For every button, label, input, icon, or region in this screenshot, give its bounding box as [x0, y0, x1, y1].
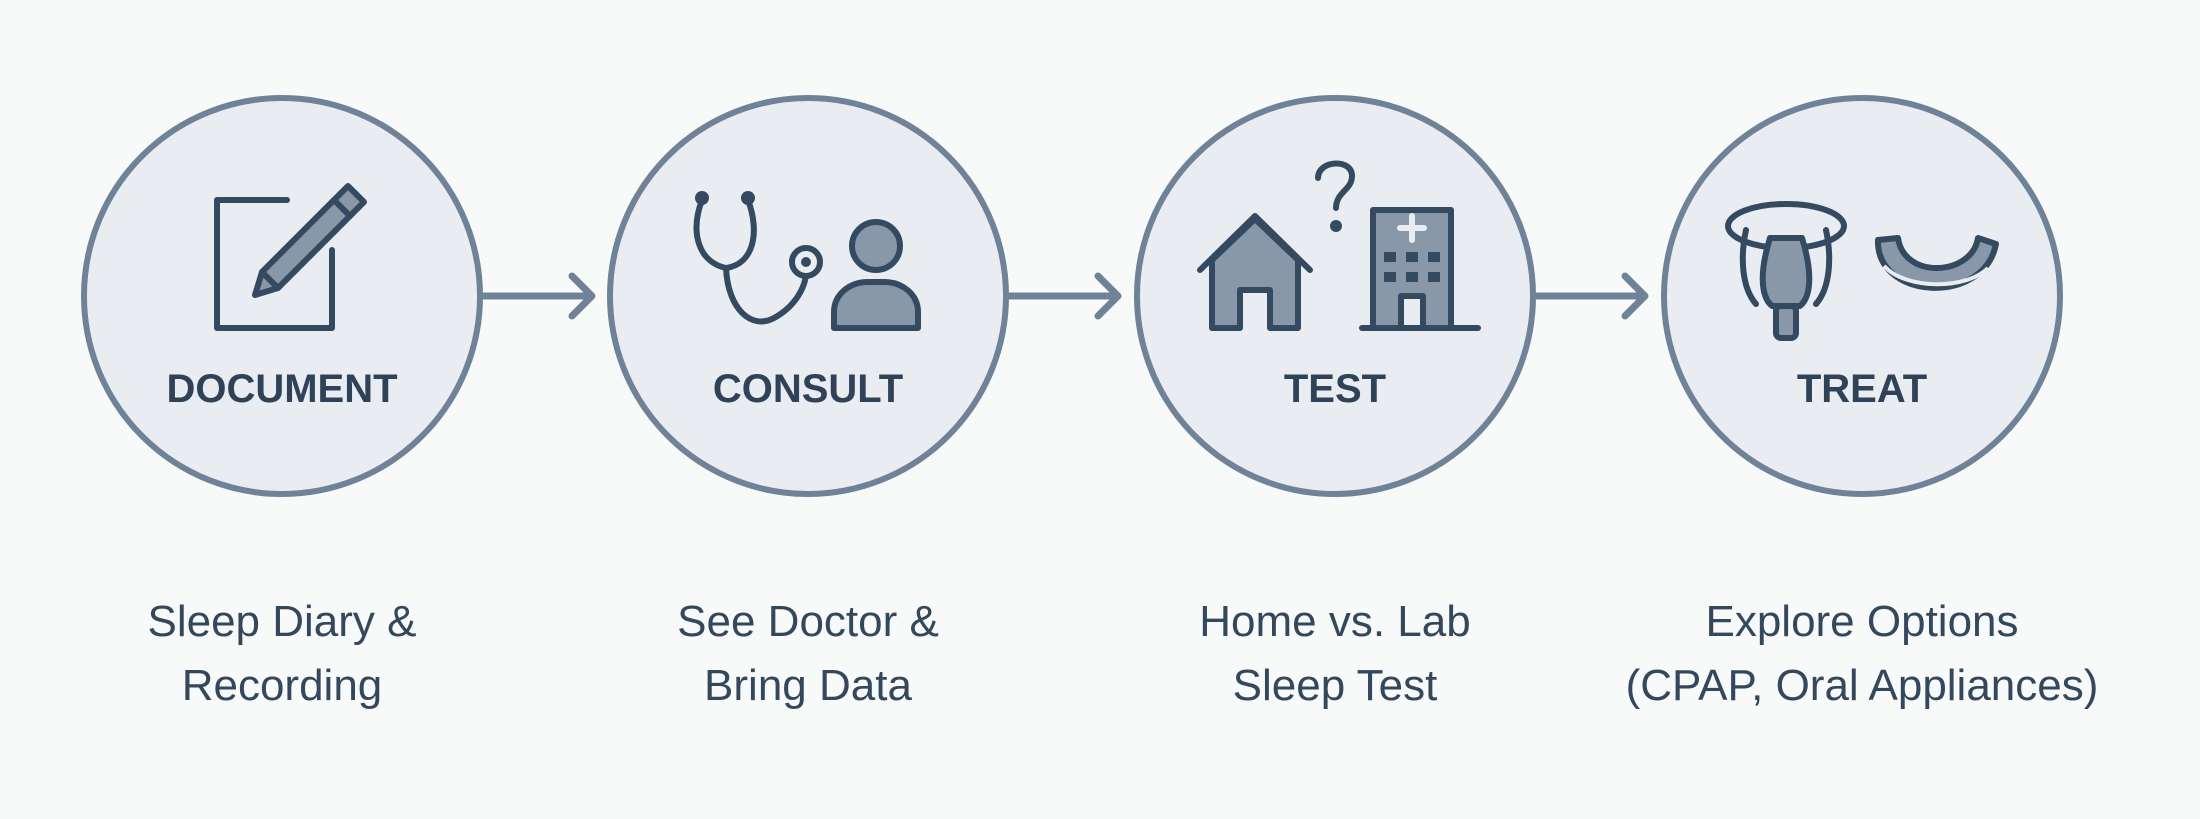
step-consult: CONSULT [607, 95, 1009, 497]
caption-line: Recording [181, 661, 383, 710]
arrow-test-to-treat [1533, 272, 1649, 320]
step-circle [1661, 95, 2063, 497]
step-label: TEST [1284, 367, 1386, 411]
oral-appliance-icon [1874, 235, 1999, 291]
step-label: DOCUMENT [166, 367, 397, 411]
doctor-person-icon [831, 219, 921, 331]
caption-consult: See Doctor & Bring Data [528, 590, 1088, 718]
question-mark-icon [1315, 160, 1356, 232]
arrow-consult-to-test [1006, 272, 1122, 320]
caption-document: Sleep Diary & Recording [2, 590, 562, 718]
caption-line: See Doctor & [677, 597, 939, 646]
caption-line: Sleep Diary & [147, 597, 417, 646]
step-circle [81, 95, 483, 497]
step-treat: TREAT [1661, 95, 2063, 497]
step-circle [607, 95, 1009, 497]
step-label: CONSULT [713, 367, 903, 411]
notepad-pencil-icon [214, 183, 367, 331]
caption-line: Bring Data [704, 661, 912, 710]
caption-line: Explore Options [1705, 597, 2019, 646]
caption-line: (CPAP, Oral Appliances) [1625, 661, 2099, 710]
caption-test: Home vs. Lab Sleep Test [1055, 590, 1615, 718]
cpap-mask-icon [1725, 201, 1847, 341]
stethoscope-icon [693, 191, 823, 325]
caption-line: Home vs. Lab [1199, 597, 1471, 646]
arrow-document-to-consult [480, 272, 596, 320]
step-circle [1134, 95, 1536, 497]
hospital-icon [1359, 207, 1481, 331]
step-label: TREAT [1797, 367, 1927, 411]
caption-treat: Explore Options (CPAP, Oral Appliances) [1582, 590, 2142, 718]
house-icon [1197, 213, 1313, 331]
caption-line: Sleep Test [1232, 661, 1438, 710]
step-test: TEST [1134, 95, 1536, 497]
step-document: DOCUMENT [81, 95, 483, 497]
